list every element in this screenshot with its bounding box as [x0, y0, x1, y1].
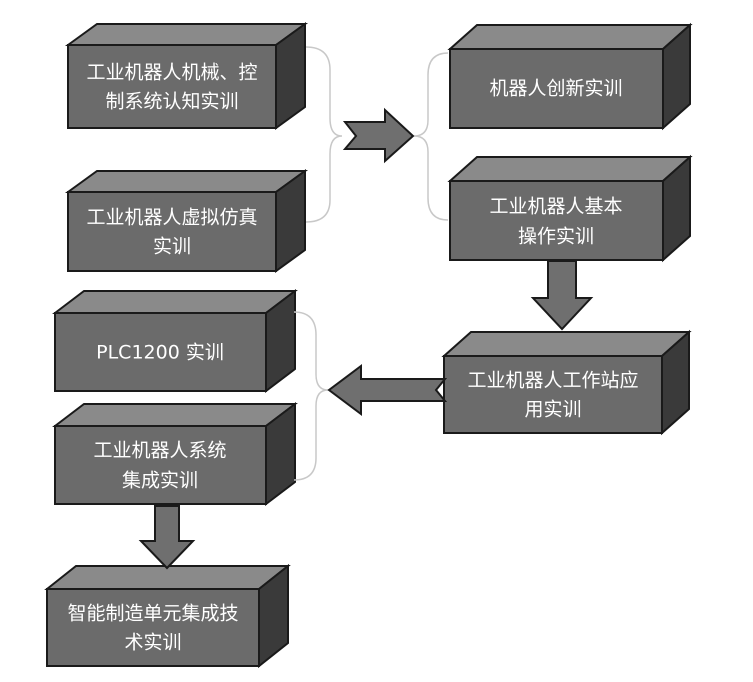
- arrow-down-upper: [530, 260, 594, 331]
- box-virtual-simulation-training: 工业机器人虚拟仿真 实训: [64, 169, 309, 273]
- box-label-line2: 实训: [153, 236, 191, 258]
- box-top-face: [52, 403, 298, 427]
- box-top-face: [52, 290, 298, 314]
- box-label-line1: 工业机器人系统: [93, 440, 226, 462]
- box-label-line1: 工业机器人机械、控: [86, 62, 257, 84]
- box-intelligent-manufacturing-training: 智能制造单元集成技 术实训: [44, 563, 291, 669]
- box-label-line2: 制系统认知实训: [105, 91, 238, 113]
- arrow-down-lower: [138, 505, 196, 570]
- box-label-line1: 机器人创新实训: [489, 78, 622, 100]
- box-front-face: [54, 425, 267, 505]
- left-brace-bottom: [293, 311, 329, 481]
- box-top-face: [447, 24, 693, 50]
- box-label-line1: 工业机器人虚拟仿真: [86, 207, 257, 229]
- box-front-face: [67, 44, 277, 129]
- box-label-line2: 用实训: [524, 399, 581, 421]
- box-label-line1: PLC1200 实训: [96, 342, 224, 364]
- box-label-line1: 工业机器人基本: [489, 196, 622, 218]
- box-top-face: [441, 331, 692, 357]
- box-front-face: [443, 355, 663, 434]
- left-brace-top: [305, 46, 343, 223]
- box-label-line1: 智能制造单元集成技: [67, 603, 238, 625]
- box-label-line2: 术实训: [124, 632, 181, 654]
- arrow-right: [342, 107, 415, 164]
- box-top-face: [64, 23, 309, 46]
- box-robot-innovation-training: 机器人创新实训: [447, 22, 693, 131]
- box-front-face: [449, 180, 664, 261]
- box-basic-operation-training: 工业机器人基本 操作实训: [447, 154, 693, 263]
- box-front-face: [449, 48, 664, 129]
- box-front-face: [67, 191, 277, 272]
- box-label-line2: 操作实训: [518, 226, 594, 248]
- box-front-face: [46, 588, 260, 667]
- box-front-face: [54, 312, 267, 392]
- box-mechanical-control-training: 工业机器人机械、控 制系统认知实训: [64, 22, 309, 130]
- box-top-face: [44, 565, 291, 590]
- right-brace-top: [413, 52, 449, 221]
- box-plc1200-training: PLC1200 实训: [52, 288, 298, 394]
- box-system-integration-training: 工业机器人系统 集成实训: [52, 401, 298, 507]
- box-top-face: [64, 170, 309, 193]
- box-top-face: [447, 156, 693, 182]
- box-workstation-application-training: 工业机器人工作站应 用实训: [441, 329, 692, 436]
- box-label-line2: 集成实训: [122, 470, 198, 492]
- arrow-left: [327, 364, 448, 416]
- box-label-line1: 工业机器人工作站应: [467, 370, 638, 392]
